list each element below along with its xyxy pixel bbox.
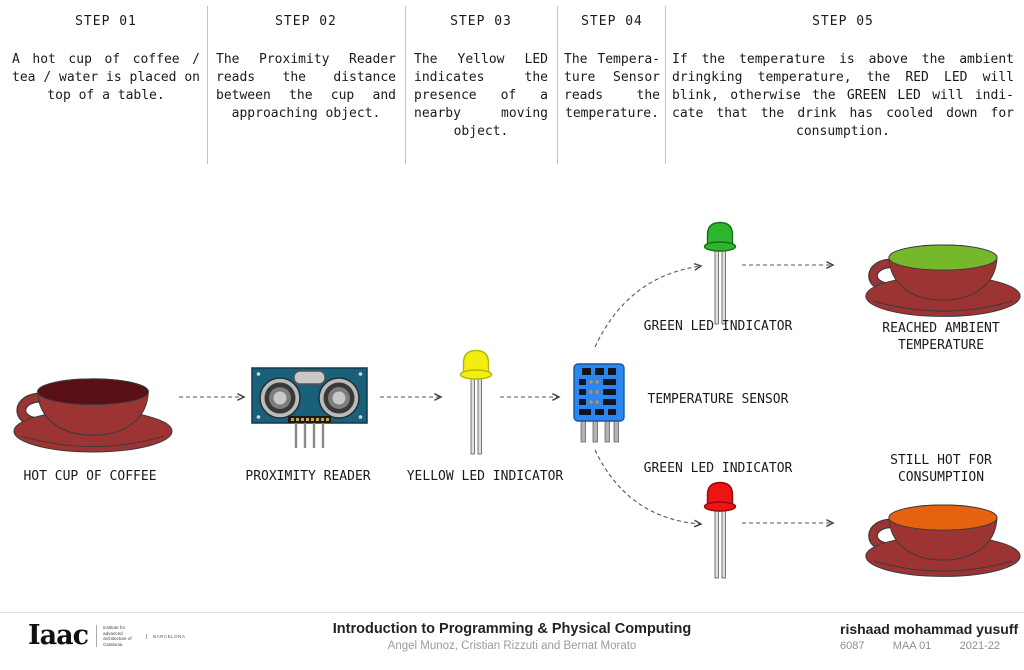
footer: Iaac institute for advanced architecture… <box>0 612 1024 670</box>
green-led-icon <box>703 221 737 325</box>
arrow-sensor-to-red-led <box>594 449 701 524</box>
proximity-reader-icon <box>251 367 368 448</box>
course-authors: Angel Munoz, Cristian Rizzuti and Bernat… <box>387 640 637 652</box>
course-title: Introduction to Programming & Physical C… <box>332 621 692 637</box>
temperature-sensor-label: TEMPERATURE SENSOR <box>647 392 789 407</box>
step-03: STEP 03 The Yellow LED indicates the pre… <box>414 14 548 141</box>
student-name: rishaad mohammad yusuff <box>840 621 1019 637</box>
still-hot-cup-icon <box>865 504 1021 577</box>
footer-center: Introduction to Programming & Physical C… <box>262 621 762 652</box>
student-meta: 6087 MAA 01 2021-22 <box>840 640 1000 652</box>
arrow-sensor-to-green-led <box>594 266 701 348</box>
step-01-body: A hot cup of coffee / tea / water is pla… <box>12 52 200 103</box>
column-divider <box>405 6 406 164</box>
step-04-body: The Tempera­ture Sensor reads the temper… <box>564 52 660 121</box>
hot-cup-label: HOT CUP OF COFFEE <box>23 469 157 484</box>
step-05-title: STEP 05 <box>812 14 874 29</box>
hot-liquid <box>37 378 149 406</box>
red-led-bulb <box>706 481 734 507</box>
step-02: STEP 02 The Proximity Reader reads the d… <box>216 14 396 123</box>
step-02-title: STEP 02 <box>275 14 337 29</box>
step-03-title: STEP 03 <box>450 14 512 29</box>
program-code: MAA 01 <box>892 640 932 652</box>
temperature-sensor-icon <box>573 363 625 443</box>
proximity-reader-label: PROXIMITY READER <box>245 469 371 484</box>
column-divider <box>207 6 208 164</box>
step-04: STEP 04 The Tempera­ture Sensor reads th… <box>564 14 660 123</box>
yellow-led-label: YELLOW LED INDICATOR <box>406 469 564 484</box>
reached-ambient-label: REACHED AMBIENT TEMPERATURE <box>882 321 1000 353</box>
step-05-body: If the temperature is above the ambient … <box>672 52 1014 139</box>
step-05: STEP 05 If the temperature is above the … <box>672 14 1014 141</box>
green-led-bulb <box>706 221 734 247</box>
green-led-top-label: GREEN LED INDICATOR <box>643 319 793 334</box>
student-id: 6087 <box>840 640 865 652</box>
yellow-led-bulb <box>462 349 490 375</box>
step-04-title: STEP 04 <box>581 14 643 29</box>
iaac-logo-subtext: institute for advanced architecture of C… <box>96 625 140 647</box>
hot-coffee-cup-icon <box>13 378 173 453</box>
iaac-logo-text: Iaac <box>28 620 89 651</box>
green-led-bottom-label: GREEN LED INDICATOR <box>643 461 793 476</box>
column-divider <box>665 6 666 164</box>
column-divider <box>557 6 558 164</box>
transducer-right <box>318 377 360 419</box>
steps-header: STEP 01 A hot cup of coffee / tea / wate… <box>0 0 1024 170</box>
ambient-liquid <box>888 244 998 271</box>
step-03-body: The Yellow LED indicates the presence of… <box>414 52 548 139</box>
academic-year: 2021-22 <box>959 640 1000 652</box>
iaac-logo: Iaac institute for advanced architecture… <box>28 620 185 651</box>
iaac-logo-city: BARCELONA <box>146 633 185 639</box>
step-01-title: STEP 01 <box>75 14 137 29</box>
still-hot-label: STILL HOT FOR CONSUMPTION <box>890 453 992 485</box>
step-02-body: The Proximity Reader reads the distance … <box>216 52 396 121</box>
yellow-led-icon <box>459 349 493 455</box>
transducer-left <box>259 377 301 419</box>
ambient-cup-icon <box>865 244 1021 317</box>
footer-right: rishaad mohammad yusuff 6087 MAA 01 2021… <box>840 621 1019 652</box>
step-01: STEP 01 A hot cup of coffee / tea / wate… <box>12 14 200 105</box>
still-hot-liquid <box>888 504 998 531</box>
red-led-icon <box>703 481 737 579</box>
